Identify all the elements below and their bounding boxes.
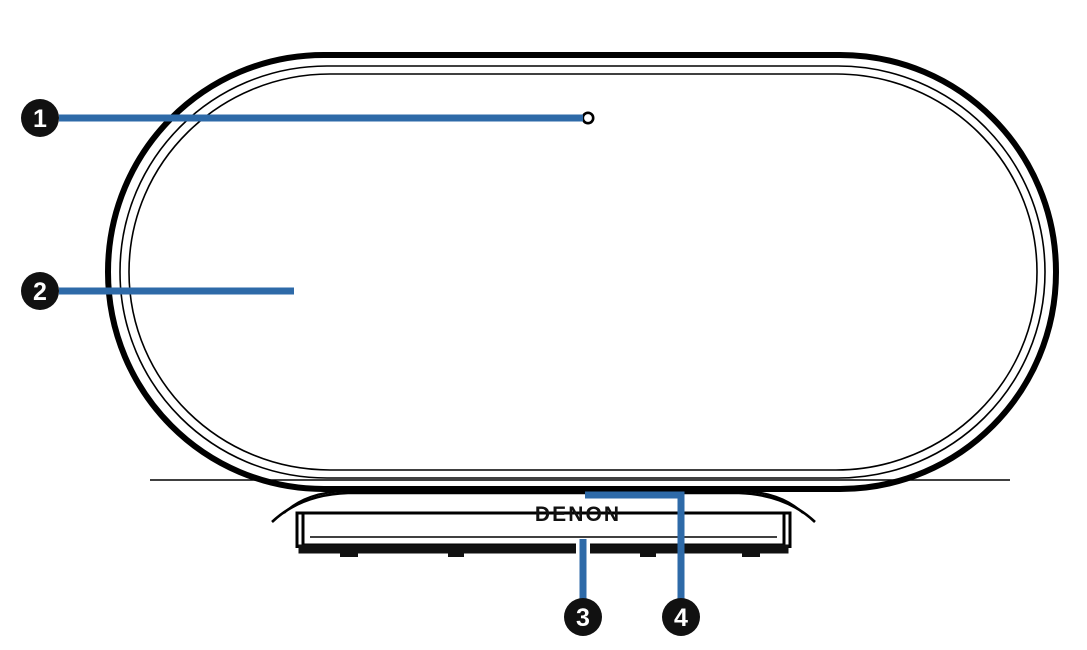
base-foot-midleft <box>448 553 464 557</box>
brand-wordmark: DENON <box>535 503 621 526</box>
leader-lines <box>59 114 685 600</box>
callout-markers: 1 2 3 4 <box>21 99 700 636</box>
base-bottom-bar <box>298 544 789 554</box>
callout-label-3: 3 <box>576 604 590 632</box>
callout-label-2: 2 <box>33 278 47 306</box>
body-inner-outline-2 <box>128 73 1038 471</box>
base-right-corner <box>784 511 792 548</box>
base-lip-outer <box>271 491 816 523</box>
callout-circle-1 <box>21 99 59 137</box>
base-foot-left <box>340 553 358 557</box>
device-body <box>105 52 1059 492</box>
body-inner-outline-1 <box>119 65 1046 479</box>
callout-marker-4[interactable]: 4 <box>662 598 700 636</box>
callout-circle-3 <box>564 598 602 636</box>
callout-marker-3[interactable]: 3 <box>564 598 602 636</box>
callout-label-1: 1 <box>33 105 47 133</box>
sensor-hole-icon <box>581 111 595 125</box>
callout-marker-2[interactable]: 2 <box>21 272 59 310</box>
base-foot-midright <box>640 553 656 557</box>
base-foot-right <box>742 553 760 557</box>
callout-label-4: 4 <box>674 604 688 632</box>
leader-line-4 <box>585 491 685 600</box>
callout-marker-1[interactable]: 1 <box>21 99 59 137</box>
body-outer-outline <box>105 52 1059 492</box>
base-left-corner <box>295 511 303 548</box>
callout-circle-4 <box>662 598 700 636</box>
callout-circle-2 <box>21 272 59 310</box>
